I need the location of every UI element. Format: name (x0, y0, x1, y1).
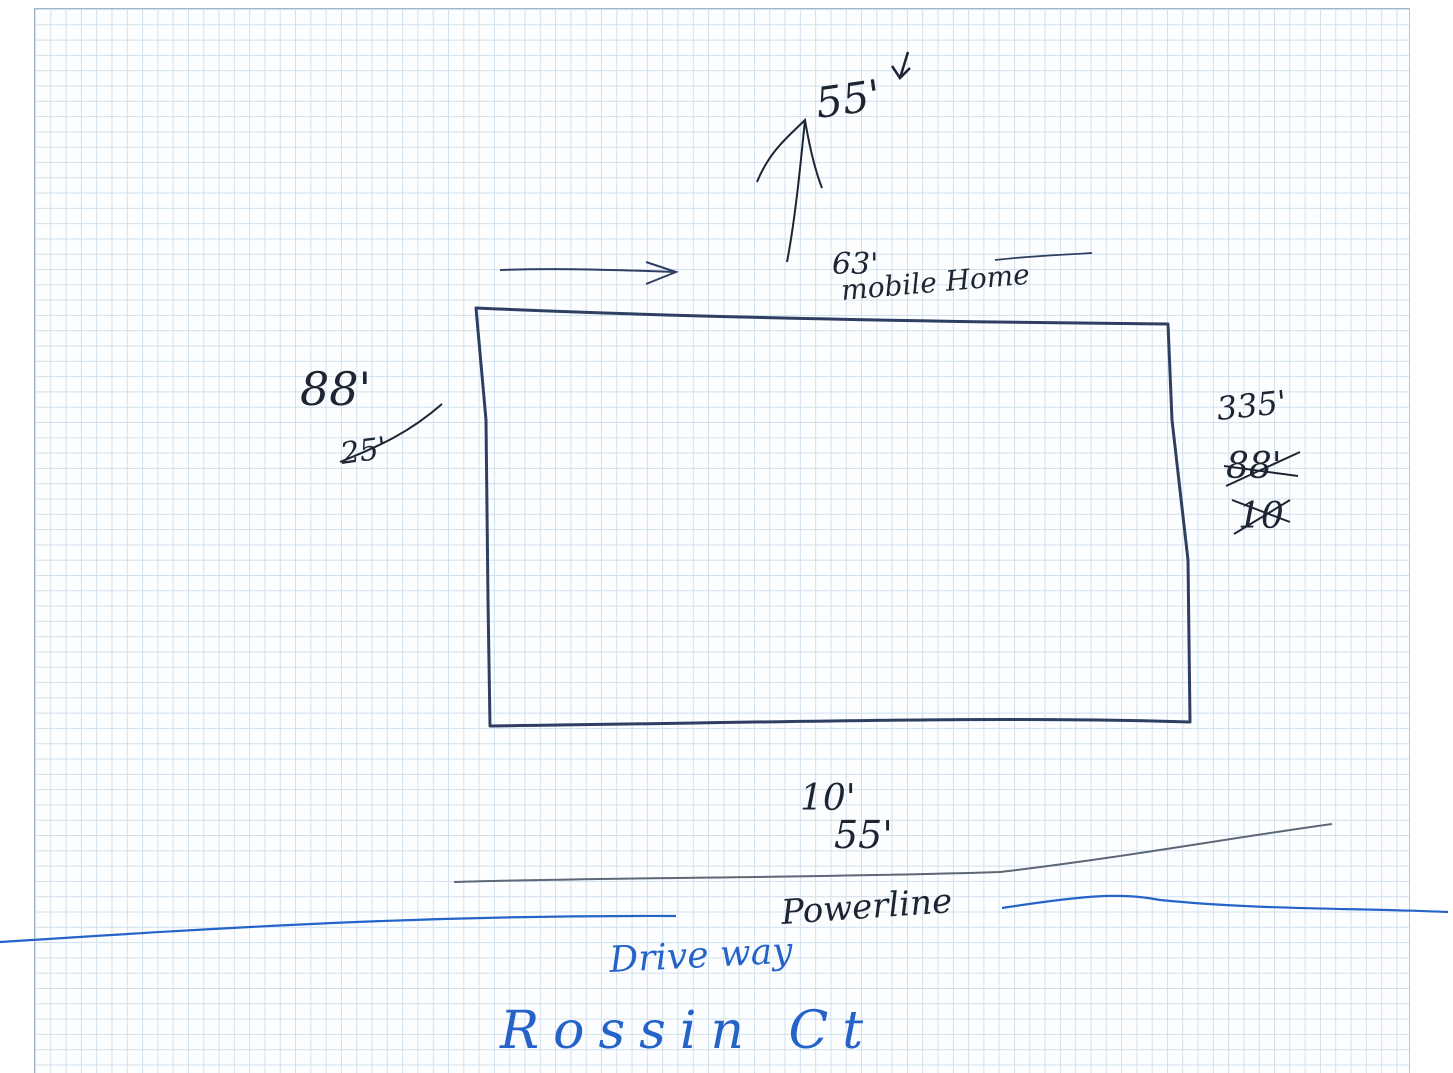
right-distance-struck-1: 88' (1226, 446, 1282, 487)
left-distance-struck: 25' (337, 431, 389, 472)
north-arrow-shaft (786, 119, 806, 263)
corner-arrow (890, 51, 911, 80)
right-arrow (499, 261, 679, 285)
right-distance-label: 335' (1215, 383, 1288, 428)
bottom-distance-upper: 10' (800, 778, 856, 819)
strike-left (339, 403, 443, 463)
strike-right-2 (1231, 499, 1291, 535)
power-line (453, 823, 1333, 883)
home-length-label: 63' (832, 247, 878, 282)
north-arrow-head (756, 117, 823, 189)
bottom-distance-lower: 55' (834, 813, 893, 857)
left-distance-label: 88' (300, 362, 371, 416)
right-distance-struck-2: 10 (1238, 496, 1284, 537)
home-label-leader (994, 252, 1093, 261)
graph-grid (34, 8, 1410, 1073)
power-line-label: Powerline (779, 881, 954, 933)
driveway-label: Drive way (607, 930, 794, 981)
street-label: Rossin Ct (499, 1001, 877, 1061)
driveway-line (0, 914, 677, 944)
mobile-home-outline (474, 306, 1192, 728)
driveway-line-right (1001, 894, 1449, 914)
strike-right-1 (1223, 451, 1301, 487)
top-distance-label: 55' (813, 70, 884, 128)
